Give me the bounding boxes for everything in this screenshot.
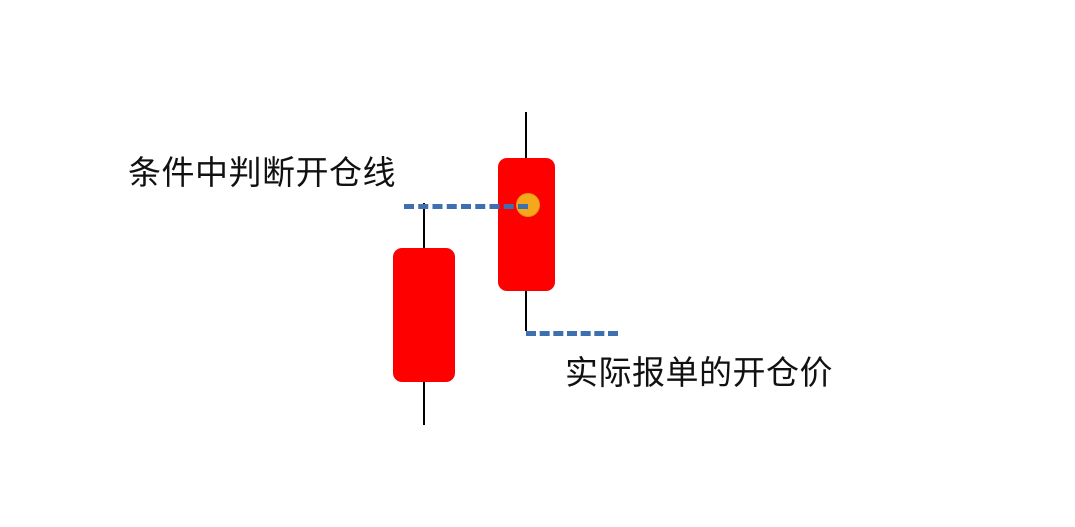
entry-signal-dashed-line (404, 204, 528, 209)
entry-signal-label: 条件中判断开仓线 (128, 153, 396, 192)
actual-fill-dashed-line (526, 331, 618, 336)
entry-signal-dot-icon (517, 194, 539, 216)
actual-fill-label: 实际报单的开仓价 (565, 353, 833, 392)
candle-left-body (393, 248, 455, 382)
candle-right-body (498, 158, 555, 291)
